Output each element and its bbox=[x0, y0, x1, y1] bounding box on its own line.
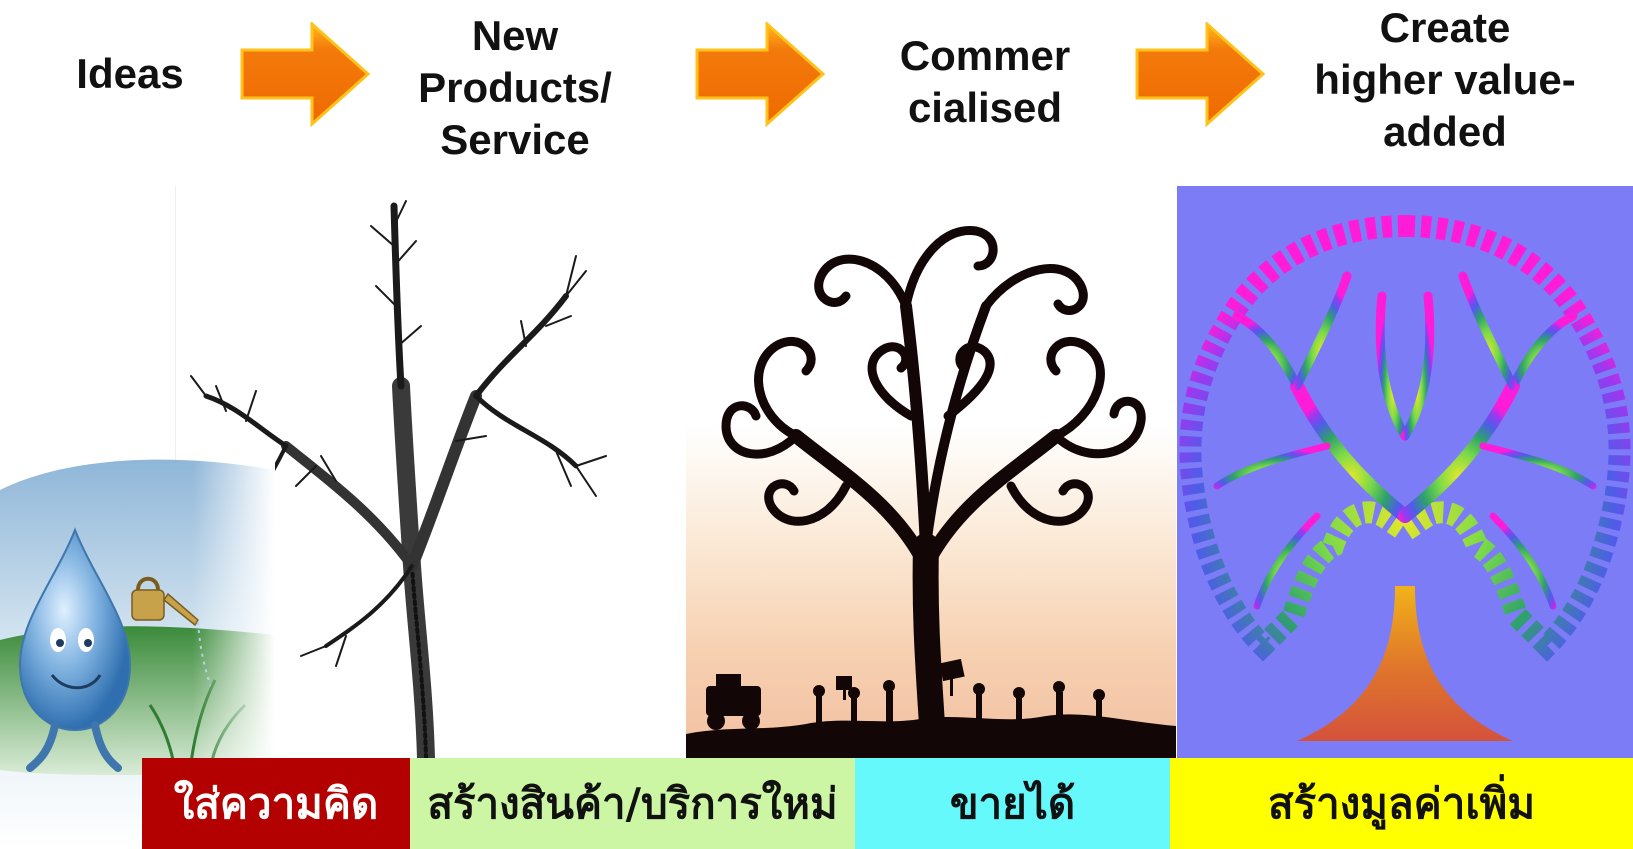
step-new-products: New Products/ Service bbox=[390, 10, 640, 166]
step-create-value-line-3: added bbox=[1383, 108, 1507, 155]
arrow-right-icon bbox=[695, 22, 825, 127]
fractal-tree-panel bbox=[1177, 186, 1633, 758]
label-band-3: ขายได้ bbox=[855, 758, 1170, 849]
swirl-tree-panel bbox=[686, 186, 1176, 758]
step-ideas: Ideas bbox=[50, 48, 210, 100]
step-ideas-line-1: Ideas bbox=[76, 50, 184, 97]
label-sellable: ขายได้ bbox=[949, 778, 1076, 828]
step-new-products-line-3: Service bbox=[440, 116, 590, 163]
label-add-value: สร้างมูลค่าเพิ่ม bbox=[1267, 778, 1536, 828]
step-create-value-line-1: Create bbox=[1379, 4, 1511, 51]
step-create-value: Create higher value- added bbox=[1280, 2, 1610, 158]
step-new-products-line-2: Products/ bbox=[418, 64, 612, 111]
step-new-products-line-1: New bbox=[471, 12, 559, 59]
arrow-right-icon bbox=[240, 22, 370, 127]
step-commercialised-line-2: cialised bbox=[907, 84, 1063, 131]
rainbow-fractal-tree-icon bbox=[1179, 214, 1631, 741]
step-create-value-line-2: higher value- bbox=[1314, 56, 1576, 103]
arrow-right-icon bbox=[1135, 22, 1265, 127]
swirl-tree-silhouette-icon bbox=[686, 225, 1176, 758]
step-commercialised-line-1: Commer bbox=[899, 32, 1071, 79]
label-band-4: สร้างมูลค่าเพิ่ม bbox=[1170, 758, 1633, 849]
label-put-ideas: ใส่ความคิด bbox=[173, 778, 379, 828]
label-band-2: สร้างสินค้า/บริการใหม่ bbox=[410, 758, 855, 849]
label-band-1: ใส่ความคิด bbox=[142, 758, 410, 849]
label-create-products: สร้างสินค้า/บริการใหม่ bbox=[427, 778, 838, 828]
step-commercialised: Commer cialised bbox=[870, 30, 1100, 134]
